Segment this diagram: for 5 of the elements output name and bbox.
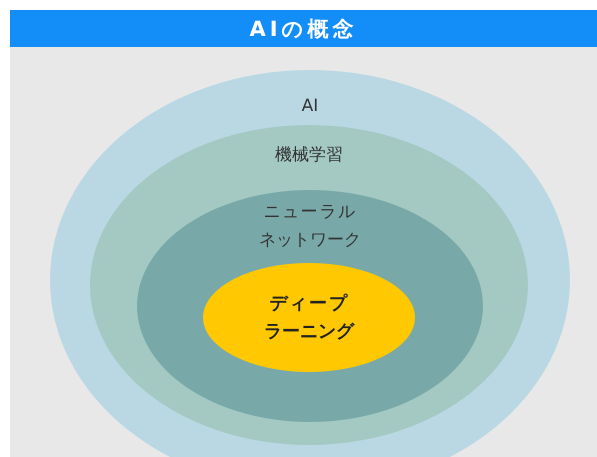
ellipse-label: ディープラーニング [263,292,356,344]
ellipse-label: ニューラルネットワーク [258,201,362,252]
ellipse-label: 機械学習 [274,144,344,167]
title-bar: AIの概念 [10,10,597,47]
ellipse-label: AI [300,95,320,118]
